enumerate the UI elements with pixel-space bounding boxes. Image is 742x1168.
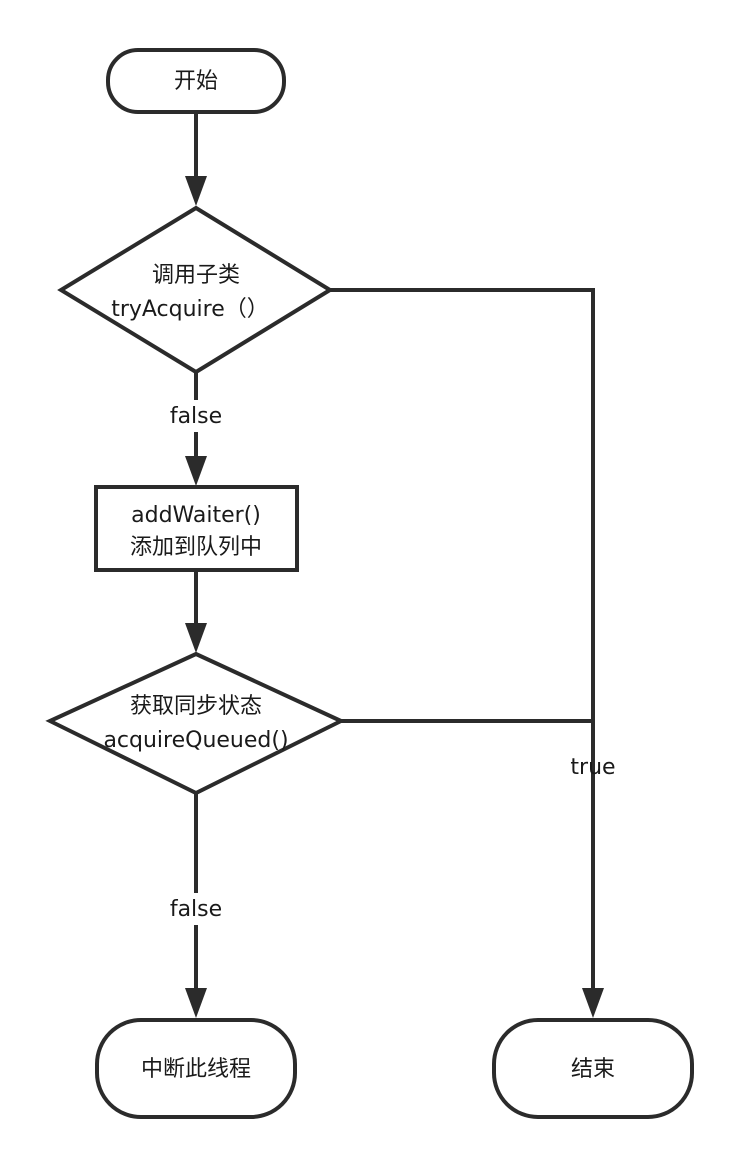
node-interrupt: 中断此线程: [95, 1018, 297, 1119]
node-decision-try-acquire-line2: tryAcquire（）: [111, 297, 269, 322]
node-decision-try-acquire-line1: 调用子类: [152, 263, 240, 288]
arrowhead-icon: [185, 988, 207, 1018]
node-end-label: 结束: [571, 1057, 615, 1082]
node-end: 结束: [492, 1018, 694, 1119]
edge-try-acquire-to-end: [330, 288, 595, 990]
node-decision-acquire-queued-line1: 获取同步状态: [130, 694, 262, 719]
node-interrupt-label: 中断此线程: [141, 1057, 251, 1082]
node-decision-acquire-queued-line2: acquireQueued(): [103, 728, 288, 753]
edge-label-true: true: [570, 755, 615, 780]
edge-label-true-text: true: [570, 755, 615, 780]
arrowhead-icon: [185, 456, 207, 486]
node-add-waiter-line2: 添加到队列中: [130, 535, 262, 560]
edge-label-try-acquire-false: false: [168, 400, 224, 432]
node-decision-try-acquire: 调用子类 tryAcquire（）: [57, 205, 334, 375]
node-start-label: 开始: [174, 69, 218, 94]
edge-label-acquire-queued-false: false: [168, 893, 224, 925]
node-add-waiter: addWaiter() 添加到队列中: [94, 485, 299, 572]
node-decision-acquire-queued: 获取同步状态 acquireQueued(): [45, 651, 346, 796]
arrowhead-icon: [582, 988, 604, 1018]
arrowhead-icon: [185, 176, 207, 206]
arrowhead-icon: [185, 623, 207, 653]
edge-label-try-acquire-false-text: false: [170, 404, 222, 429]
node-add-waiter-line1: addWaiter(): [131, 503, 261, 528]
node-start: 开始: [106, 48, 286, 114]
edge-label-acquire-queued-false-text: false: [170, 897, 222, 922]
